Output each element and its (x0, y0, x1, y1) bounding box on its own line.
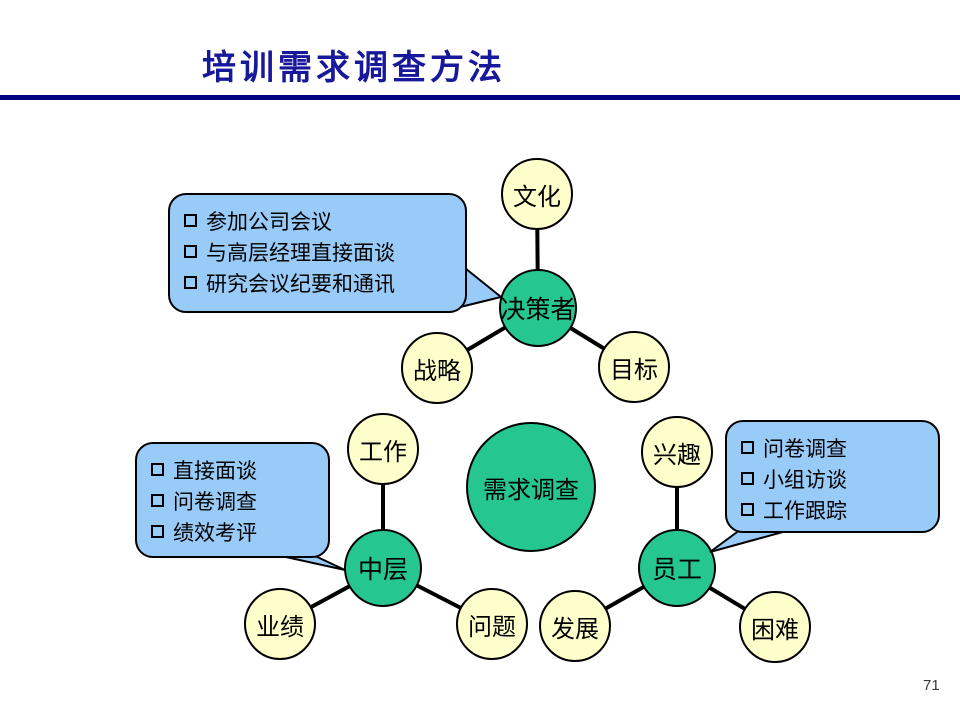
node-wenhua: 文化 (501, 158, 573, 230)
node-mubiao: 目标 (598, 331, 670, 403)
page-number: 71 (923, 677, 940, 694)
callout-item: 小组访谈 (741, 463, 930, 494)
callout-item: 与高层经理直接面谈 (184, 236, 457, 267)
hollow-square-bullet-icon (741, 472, 754, 485)
hollow-square-bullet-icon (741, 441, 754, 454)
title-underline-rule (0, 95, 960, 100)
hollow-square-bullet-icon (151, 525, 164, 538)
callout-item: 工作跟踪 (741, 494, 930, 525)
node-label: 需求调查 (483, 477, 579, 504)
center-node: 需求调查 (466, 422, 596, 552)
callout-juecezhe: 参加公司会议 与高层经理直接面谈 研究会议纪要和通讯 (168, 193, 467, 313)
node-yeji: 业绩 (244, 588, 316, 660)
node-label: 文化 (513, 184, 561, 211)
callout-item-text: 直接面谈 (173, 458, 257, 483)
node-label: 决策者 (500, 297, 576, 324)
node-label: 困难 (751, 617, 799, 644)
node-kunnan: 困难 (739, 591, 811, 663)
callout-item-text: 小组访谈 (763, 467, 847, 492)
node-label: 发展 (551, 616, 599, 643)
hollow-square-bullet-icon (741, 503, 754, 516)
node-label: 兴趣 (653, 442, 701, 469)
callout-item-text: 问卷调查 (173, 489, 257, 514)
node-label: 战略 (413, 358, 461, 385)
node-label: 员工 (651, 557, 702, 584)
node-zhongceng-hub: 中层 (344, 529, 422, 607)
node-label: 业绩 (256, 614, 304, 641)
callout-item: 参加公司会议 (184, 205, 457, 236)
callout-item: 直接面谈 (151, 454, 320, 485)
callout-zhongceng: 直接面谈 问卷调查 绩效考评 (135, 442, 330, 558)
hollow-square-bullet-icon (151, 494, 164, 507)
node-label: 问题 (468, 614, 516, 641)
node-xingqu: 兴趣 (641, 416, 713, 488)
callout-item-text: 问卷调查 (763, 436, 847, 461)
callout-item-text: 研究会议纪要和通讯 (206, 271, 395, 296)
hollow-square-bullet-icon (184, 276, 197, 289)
callout-item-text: 与高层经理直接面谈 (206, 240, 395, 265)
callout-item-text: 参加公司会议 (206, 209, 332, 234)
node-wenti: 问题 (456, 588, 528, 660)
callout-item: 绩效考评 (151, 516, 320, 547)
callout-item: 问卷调查 (741, 432, 930, 463)
node-fazhan: 发展 (539, 590, 611, 662)
hollow-square-bullet-icon (151, 463, 164, 476)
hollow-square-bullet-icon (184, 245, 197, 258)
hollow-square-bullet-icon (184, 214, 197, 227)
node-label: 中层 (357, 557, 408, 584)
callout-item-text: 绩效考评 (173, 520, 257, 545)
node-yuangong-hub: 员工 (638, 529, 716, 607)
node-label: 工作 (359, 439, 407, 466)
node-label: 目标 (610, 357, 658, 384)
callout-item-text: 工作跟踪 (763, 498, 847, 523)
callout-item: 问卷调查 (151, 485, 320, 516)
node-gongzuo: 工作 (347, 413, 419, 485)
callout-item: 研究会议纪要和通讯 (184, 267, 457, 298)
node-zhanlve: 战略 (401, 332, 473, 404)
callout-yuangong: 问卷调查 小组访谈 工作跟踪 (725, 420, 940, 533)
node-juecezhe-hub: 决策者 (499, 269, 577, 347)
page-title: 培训需求调查方法 (202, 49, 506, 87)
